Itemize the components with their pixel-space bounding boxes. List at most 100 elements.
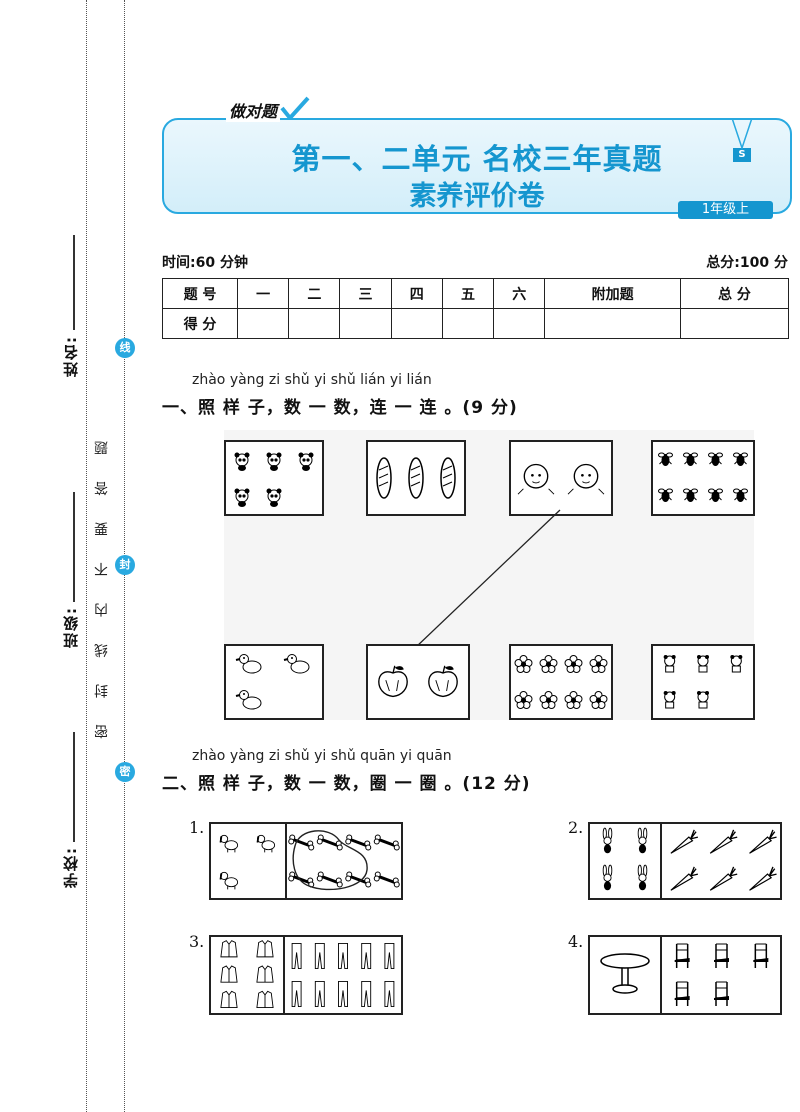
pants-icon	[361, 980, 372, 1008]
duck-icon	[283, 654, 310, 674]
q1-box-apple[interactable]	[366, 644, 470, 720]
score-header-cell: 题 号	[162, 278, 238, 309]
bear-icon	[663, 691, 676, 709]
bone-icon	[373, 871, 400, 888]
panda-icon	[266, 488, 282, 507]
flower-icon	[589, 691, 608, 709]
title-banner: 第一、二单元 名校三年真题 素养评价卷	[162, 118, 792, 214]
bone-icon	[316, 834, 343, 851]
divider	[283, 937, 285, 1013]
q2-item-3[interactable]	[209, 935, 403, 1015]
q1-box-panda[interactable]	[224, 440, 324, 516]
class-underline[interactable]	[73, 492, 75, 602]
fold-line-outer	[86, 0, 87, 1112]
pants-icon	[384, 942, 395, 970]
score-input-cell[interactable]	[493, 308, 546, 339]
divider	[285, 824, 287, 898]
pants-icon	[361, 942, 372, 970]
example-connect-line	[414, 509, 561, 649]
q1-box-duck[interactable]	[224, 644, 324, 720]
q1-box-bear[interactable]	[651, 644, 755, 720]
flower-icon	[564, 655, 583, 673]
score-table-input-row: 得 分	[162, 308, 790, 339]
panda-icon	[234, 452, 250, 471]
bee-icon	[658, 488, 673, 502]
score-row-label: 得 分	[162, 308, 238, 339]
score-header-cell: 四	[390, 278, 443, 309]
flower-icon	[514, 655, 533, 673]
q2-item-number: 4.	[568, 932, 584, 951]
kids-icon	[517, 463, 555, 495]
class-label: 班级:	[62, 606, 80, 648]
bread-icon	[376, 457, 392, 499]
check-icon	[280, 96, 310, 120]
example-circle	[292, 830, 368, 891]
bone-icon	[373, 834, 400, 851]
score-header-cell: 二	[288, 278, 341, 309]
q2-item-4[interactable]	[588, 935, 782, 1015]
panda-icon	[266, 452, 282, 471]
score-header-cell: 六	[493, 278, 546, 309]
bone-icon	[288, 834, 315, 851]
bee-icon	[733, 452, 748, 466]
jacket-icon	[256, 965, 274, 983]
grade-badge: 1年级上	[678, 201, 773, 219]
score-input-cell[interactable]	[236, 308, 290, 339]
score-input-cell[interactable]	[288, 308, 341, 339]
carrot-icon	[709, 866, 738, 891]
q1-box-flower[interactable]	[509, 644, 613, 720]
dog-icon	[219, 871, 239, 890]
seal-seal-badge: 封	[115, 555, 135, 575]
pants-icon	[338, 942, 348, 970]
bee-icon	[708, 488, 723, 502]
carrot-icon	[670, 866, 699, 891]
bee-icon	[658, 452, 673, 466]
time-info: 时间:60 分钟	[162, 255, 248, 271]
jacket-icon	[220, 965, 238, 983]
chair-icon	[674, 981, 690, 1006]
bee-icon	[708, 452, 723, 466]
carrot-icon	[670, 829, 699, 854]
seal-close-badge: 密	[115, 762, 135, 782]
q1-box-bread[interactable]	[366, 440, 466, 516]
jacket-icon	[256, 990, 274, 1008]
q2-item-1[interactable]	[209, 822, 403, 900]
score-input-cell[interactable]	[339, 308, 392, 339]
score-input-cell[interactable]	[679, 308, 790, 339]
bread-icon	[408, 457, 424, 499]
school-label: 学校:	[62, 846, 80, 888]
pants-icon	[314, 980, 325, 1008]
bee-icon	[683, 488, 698, 502]
rabbit-icon	[602, 827, 613, 854]
score-table: 题 号 一 二 三 四 五 六 附加题 总 分 得 分	[162, 278, 790, 339]
q2-item-2[interactable]	[588, 822, 782, 900]
bear-icon	[697, 691, 709, 709]
dog-icon	[219, 834, 239, 853]
score-input-cell[interactable]	[441, 308, 495, 339]
jacket-icon	[220, 940, 238, 958]
pants-icon	[291, 942, 302, 970]
score-input-cell[interactable]	[544, 308, 681, 339]
bone-icon	[345, 834, 372, 851]
school-underline[interactable]	[73, 732, 75, 842]
brand-tag: 做对题	[226, 98, 281, 122]
kids-icon	[567, 463, 605, 495]
q2-item-number: 2.	[568, 818, 584, 837]
q1-pinyin: zhào yàng zi shǔ yi shǔ lián yi lián	[192, 372, 432, 388]
q1-box-kids[interactable]	[509, 440, 613, 516]
q2-title: 二、照 样 子，数 一 数，圈 一 圈 。(12 分)	[162, 774, 531, 794]
page-title: 第一、二单元 名校三年真题	[291, 142, 663, 176]
bee-icon	[733, 488, 748, 502]
q2-item-number: 3.	[189, 932, 205, 951]
flower-icon	[514, 691, 533, 709]
rabbit-icon	[637, 864, 648, 891]
carrot-icon	[709, 829, 738, 854]
divider	[660, 824, 662, 898]
hanger-icon	[731, 118, 753, 150]
score-input-cell[interactable]	[390, 308, 443, 339]
q1-box-bee[interactable]	[651, 440, 755, 516]
score-header-cell: 总 分	[679, 278, 790, 309]
bread-icon	[440, 457, 456, 499]
name-underline[interactable]	[73, 235, 75, 330]
rabbit-icon	[637, 827, 648, 854]
